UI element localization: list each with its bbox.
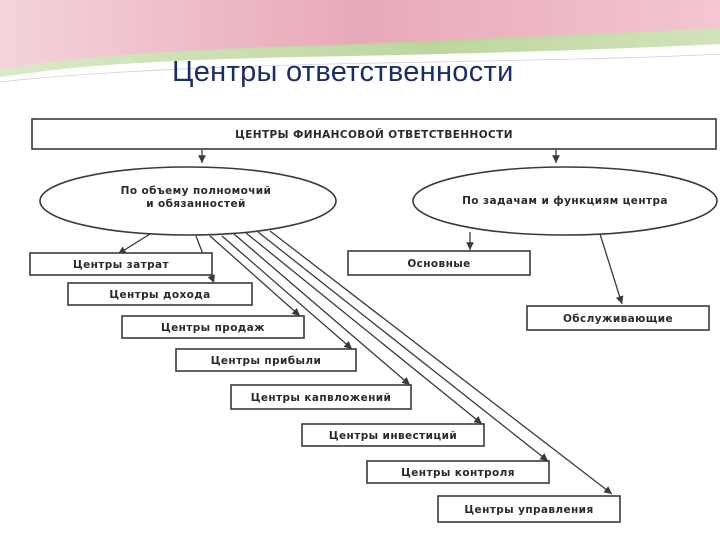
item-main-centers: Основные xyxy=(347,250,531,276)
branch-left-label-1: По объему полномочий xyxy=(121,185,272,197)
branch-left-node: По объему полномочий и обязанностей xyxy=(39,166,337,236)
slide-title: Центры ответственности xyxy=(172,56,514,88)
item-investment-centers: Центры инвестиций xyxy=(301,423,485,447)
item-costs-label: Центры затрат xyxy=(73,259,170,271)
left-connectors xyxy=(117,230,613,495)
connector-sales xyxy=(209,235,301,317)
root-label: ЦЕНТРЫ ФИНАНСОВОЙ ОТВЕТСТВЕННОСТИ xyxy=(235,128,513,141)
connector-profit xyxy=(221,235,353,350)
branch-left-label-2: и обязанностей xyxy=(146,198,246,210)
item-profit-label: Центры прибыли xyxy=(211,355,321,367)
left-items: Центры затрат Центры дохода Центры прода… xyxy=(29,252,621,523)
item-profit-centers: Центры прибыли xyxy=(175,348,357,372)
item-control-label: Центры контроля xyxy=(401,467,515,479)
header-decoration xyxy=(0,0,720,83)
item-sales-label: Центры продаж xyxy=(161,322,265,334)
root-node: ЦЕНТРЫ ФИНАНСОВОЙ ОТВЕТСТВЕННОСТИ xyxy=(31,118,717,150)
item-service-label: Обслуживающие xyxy=(563,313,673,325)
item-investment-label: Центры инвестиций xyxy=(329,430,457,442)
connector-management xyxy=(269,230,613,495)
connector-costs xyxy=(117,233,151,255)
item-service-centers: Обслуживающие xyxy=(526,305,710,331)
item-management-label: Центры управления xyxy=(464,504,593,516)
item-capital-label: Центры капвложений xyxy=(251,392,392,404)
item-revenue-centers: Центры дохода xyxy=(67,282,253,306)
connector-service xyxy=(599,233,624,305)
item-management-centers: Центры управления xyxy=(437,495,621,523)
item-main-label: Основные xyxy=(407,258,470,270)
branch-right-label: По задачам и функциям центра xyxy=(462,195,668,207)
connector-control xyxy=(257,231,549,462)
item-control-centers: Центры контроля xyxy=(366,460,550,484)
connector-investment xyxy=(245,232,483,425)
item-revenue-label: Центры дохода xyxy=(109,289,210,301)
branch-right-node: По задачам и функциям центра xyxy=(412,166,718,236)
right-items: Основные Обслуживающие xyxy=(347,250,710,331)
connector-capital xyxy=(233,233,411,386)
item-sales-centers: Центры продаж xyxy=(121,315,305,339)
item-capital-investment-centers: Центры капвложений xyxy=(230,384,412,410)
item-costs-centers: Центры затрат xyxy=(29,252,213,276)
